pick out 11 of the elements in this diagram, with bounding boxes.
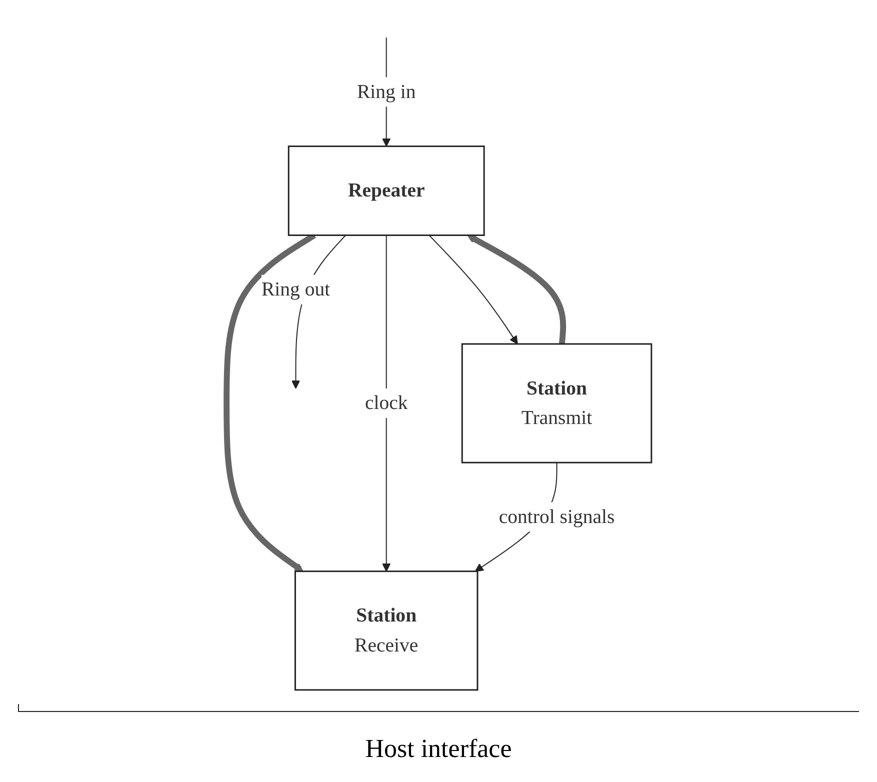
node-box: Station Transmit [460, 343, 652, 464]
edge-label: clock [364, 392, 408, 414]
edge-label: Ring in [356, 81, 416, 103]
arrow [428, 234, 518, 344]
host-interface-label: Host interface [365, 734, 512, 764]
arrow [466, 234, 566, 344]
node-box: Repeater [287, 146, 484, 236]
edge-label: Ring out [260, 278, 330, 300]
arrow [382, 234, 390, 572]
edge-label: control signals [498, 506, 614, 528]
node-box: Station Receive [294, 570, 478, 691]
